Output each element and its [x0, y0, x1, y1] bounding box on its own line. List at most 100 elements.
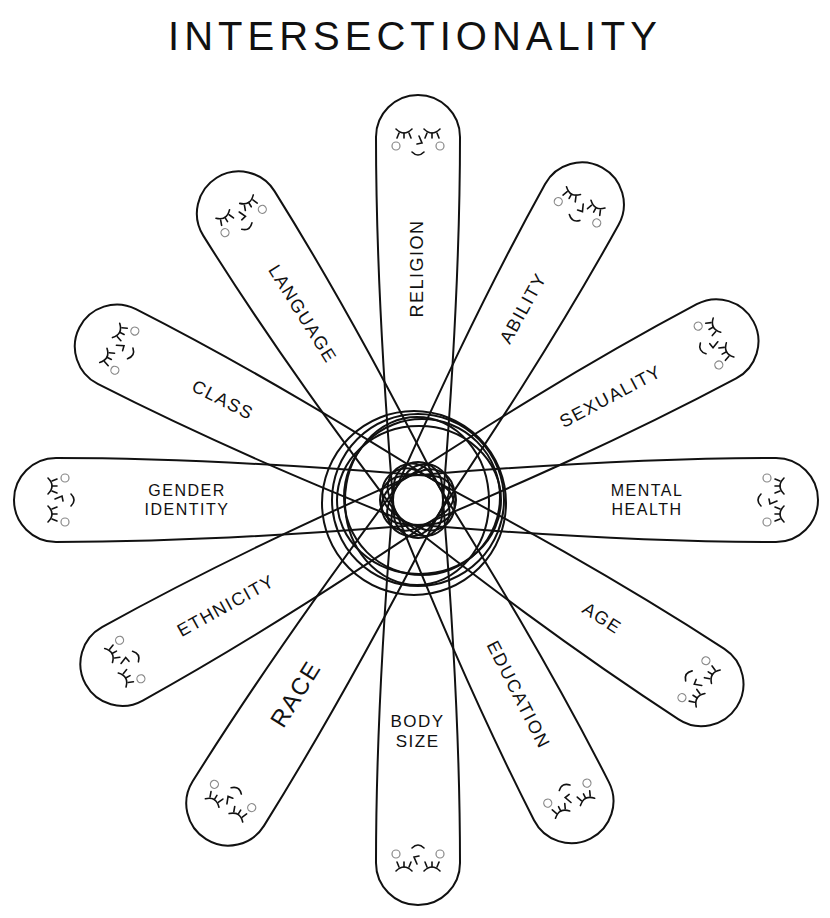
eyelash [126, 676, 130, 678]
nose [120, 657, 129, 665]
face [758, 474, 784, 526]
petal-node: ETHNICITY [64, 442, 474, 723]
eyelash [431, 862, 433, 867]
eyelash [242, 813, 246, 818]
face [48, 474, 74, 526]
cheek [209, 779, 220, 790]
eyelash [696, 689, 701, 693]
eyelash [52, 491, 57, 493]
eyelash [104, 362, 109, 366]
petal-label: RACE [265, 656, 328, 733]
petal-outline [59, 288, 473, 557]
petal-shape [376, 462, 460, 905]
petal-label-group: MENTAL HEALTH [591, 481, 703, 519]
cheek [392, 850, 400, 858]
eyelash [109, 645, 114, 649]
eyelash [775, 479, 780, 481]
diagram-title: INTERSECTIONALITY [0, 14, 830, 59]
petal-node: CLASS [59, 288, 473, 557]
petal-shape [65, 445, 471, 721]
cheek [700, 655, 711, 666]
petal-label: GENDER IDENTITY [129, 481, 245, 519]
petal-node: GENDER IDENTITY [14, 456, 458, 544]
eyelash [122, 670, 127, 674]
eyelash [431, 133, 433, 138]
cheek [135, 673, 146, 684]
nose [238, 210, 246, 219]
cheek [246, 802, 257, 813]
petal-label: LANGUAGE [263, 261, 341, 367]
petal-label-group: RELIGION [407, 219, 429, 317]
mouth [231, 785, 243, 794]
cheek [713, 360, 724, 371]
cheek [763, 518, 771, 526]
cheek [114, 635, 125, 646]
eyelash [711, 331, 716, 335]
eyelash [689, 699, 694, 703]
eyelash [775, 513, 780, 515]
eyelash [52, 479, 57, 481]
eyelash [704, 676, 709, 680]
nose [578, 203, 586, 212]
eyelash [693, 695, 697, 698]
eyelash [107, 357, 111, 359]
nose [693, 679, 702, 688]
petal-shape [365, 285, 774, 555]
eyelash [243, 205, 247, 210]
cheek [219, 227, 230, 238]
face [550, 185, 608, 233]
petal-label: AGE [578, 598, 625, 639]
cheek [61, 518, 69, 526]
eyelash [122, 326, 127, 330]
petal-outline [360, 146, 641, 556]
petal-label-group: BODY SIZE [384, 711, 452, 752]
eyelash [219, 220, 223, 225]
eyelash [403, 862, 405, 867]
petal-node: EDUCATION [361, 444, 630, 858]
eyelash [711, 666, 716, 670]
eyelash [594, 208, 596, 212]
petal-node: SEXUALITY [362, 283, 774, 558]
nose [710, 340, 719, 348]
petal-node: ABILITY [360, 146, 641, 556]
face [202, 775, 260, 825]
cheek [591, 217, 602, 228]
petal-label: MENTAL HEALTH [591, 481, 703, 519]
cheek [61, 474, 69, 482]
petal-label-group: GENDER IDENTITY [129, 481, 245, 519]
cheek [392, 142, 400, 150]
cheek [763, 474, 771, 482]
petal-shape [181, 155, 474, 554]
eyelash [583, 794, 585, 798]
eyelash [225, 217, 228, 221]
eyelash [577, 796, 581, 801]
eyelash [208, 792, 212, 797]
eyelash [120, 332, 124, 334]
petal-label-group: RACE [265, 656, 328, 733]
eyelash [253, 199, 257, 204]
mouth [71, 494, 74, 506]
nose [224, 796, 232, 805]
cheek [129, 326, 140, 337]
nose [55, 496, 63, 501]
petal-label: CLASS [188, 376, 257, 425]
eyelash [709, 327, 713, 329]
eyelash [425, 862, 427, 867]
eyelash [588, 791, 592, 796]
face [392, 845, 444, 871]
mouth [683, 669, 692, 681]
cheek [676, 692, 687, 703]
petal-shape [363, 444, 759, 742]
eyelash [569, 194, 571, 198]
cheek [553, 196, 564, 207]
petal-label: ABILITY [496, 269, 552, 347]
cheek [436, 142, 444, 150]
eyelash [409, 133, 411, 138]
cheek [542, 798, 553, 809]
petal-shape [14, 458, 456, 542]
nose [414, 856, 419, 864]
face [540, 773, 598, 820]
eyelash [598, 210, 602, 215]
mouth [133, 650, 141, 662]
